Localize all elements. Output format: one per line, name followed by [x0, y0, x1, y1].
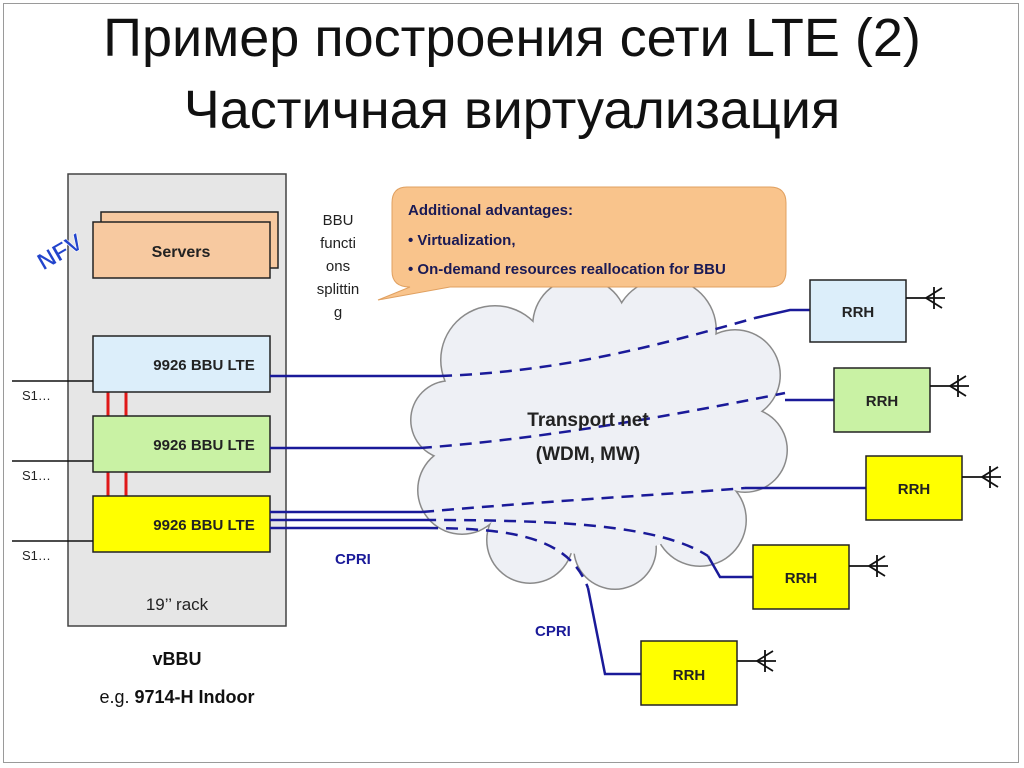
servers-label: Servers [152, 244, 211, 261]
path-bbu1-rrh1 [439, 316, 756, 378]
callout-heading: Additional advantages: [408, 202, 573, 219]
bbu-box-1 [92, 335, 271, 393]
vbbu-example-prefix: e.g. [99, 687, 134, 707]
splitting-line-1: BBU [323, 212, 354, 229]
callout-item-1: • Virtualization, [408, 232, 516, 249]
slide-frame [3, 3, 1019, 763]
vbbu-example: e.g. 9714-H Indoor [99, 687, 254, 707]
transport-cloud [410, 277, 788, 590]
bbu-box-3 [92, 495, 271, 553]
bbu-label-3: 9926 BBU LTE [153, 517, 254, 534]
cloud-label-1: Transport net [527, 410, 649, 431]
splitting-line-3: ons [326, 258, 350, 275]
rrh-box-5 [640, 640, 738, 706]
rrh-label-2: RRH [866, 393, 899, 410]
vbbu-label: vBBU [152, 649, 201, 669]
bbu-label-2: 9926 BBU LTE [153, 437, 254, 454]
rrh-label-5: RRH [673, 667, 706, 684]
cpri-label-2: CPRI [535, 623, 571, 640]
bbu-box-2 [92, 415, 271, 473]
rrh-box-2 [833, 367, 931, 433]
antenna-icon-2 [930, 375, 969, 397]
rrh-box-4 [752, 544, 850, 610]
splitting-line-5: g [334, 304, 342, 321]
cpri-label-1: CPRI [335, 551, 371, 568]
rrh5-link [586, 587, 641, 676]
s1-label-1: S1… [22, 388, 51, 403]
splitting-line-4: splittin [317, 281, 360, 298]
rrh4-link [706, 555, 753, 579]
path-bbu3-rrh4 [423, 518, 709, 558]
rrh-box-3 [865, 455, 963, 521]
server-front [92, 221, 271, 279]
antenna-icon-1 [906, 287, 945, 309]
rrh-label-1: RRH [842, 304, 875, 321]
bbu-label-1: 9926 BBU LTE [153, 357, 254, 374]
slide-title: Пример построения сети LTE (2) [103, 8, 921, 68]
s1-label-2: S1… [22, 468, 51, 483]
rack-label: 19’’ rack [146, 595, 209, 614]
vbbu-example-model: 9714-H Indoor [135, 687, 255, 707]
rrh-label-3: RRH [898, 481, 931, 498]
rrh-label-4: RRH [785, 570, 818, 587]
path-bbu3-rrh3 [421, 486, 746, 514]
advantages-callout [377, 186, 787, 301]
callout-item-2: • On-demand resources reallocation for B… [408, 261, 726, 278]
path-bbu2-rrh2 [419, 391, 786, 450]
antenna-icon-5 [737, 650, 776, 672]
cloud-label-2: (WDM, MW) [536, 444, 640, 465]
splitting-line-2: functi [320, 235, 356, 252]
antenna-icon-4 [849, 555, 888, 577]
s1-label-3: S1… [22, 548, 51, 563]
path-bbu3-rrh5 [425, 526, 590, 589]
rrh1-link [754, 308, 810, 320]
antenna-icon-3 [962, 466, 1001, 488]
slide-subtitle: Частичная виртуализация [183, 80, 841, 140]
rrh-box-1 [809, 279, 907, 343]
